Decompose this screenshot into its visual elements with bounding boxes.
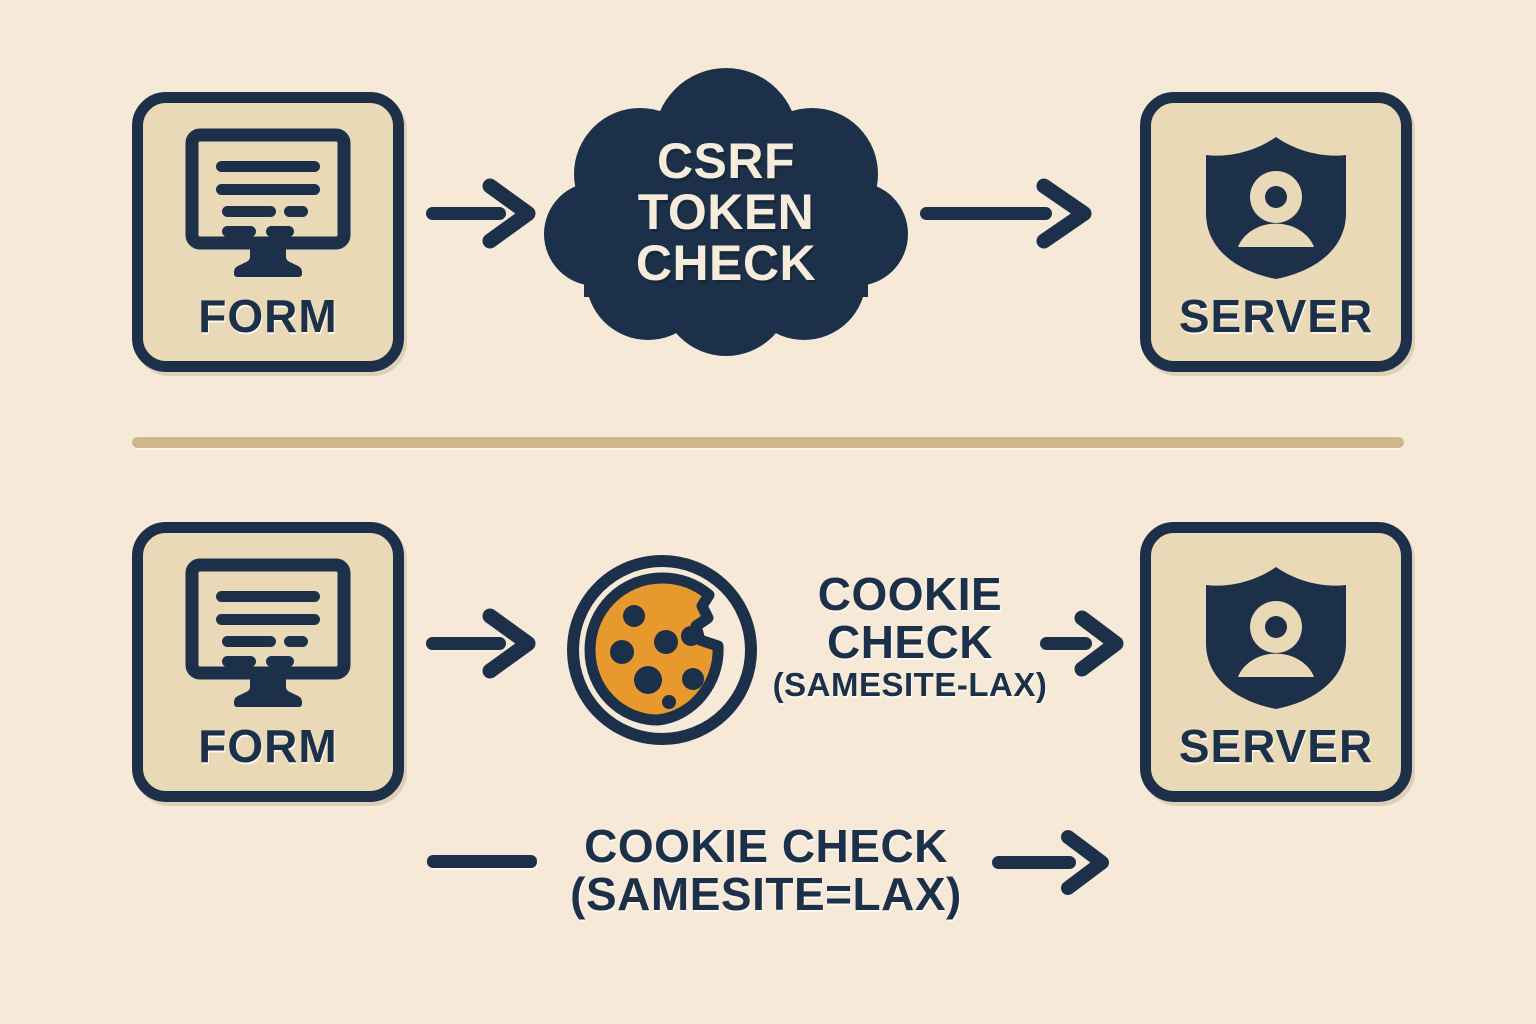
cookie-check-samesite-note: (SAMESITE-LAX) [772,665,1048,703]
form-card-label: FORM [198,720,338,772]
form-card-label: FORM [198,290,338,342]
cookie-check-line-2: CHECK [826,616,994,669]
arrow-bottom [992,830,1109,895]
form-card-top[interactable]: FORM [132,92,404,372]
server-card-middle[interactable]: SERVER [1140,522,1412,802]
arrow-form-to-cookie-middle [426,608,536,679]
cookie-check-bottom-line-1: COOKIE CHECK [584,820,948,872]
cookie-check-line-1: COOKIE [817,568,1003,620]
shield-user-icon [1206,567,1346,709]
cookie-check-label-bottom: COOKIE CHECK (SAMESITE=LAX) [546,822,986,919]
monitor-form-icon [185,558,351,707]
csrf-token-check-cloud[interactable]: CSRF TOKEN CHECK [544,62,908,362]
server-card-label: SERVER [1178,720,1374,772]
cookie-icon[interactable] [562,550,762,750]
cookie-check-bottom-line-2: (SAMESITE=LAX) [570,868,962,921]
arrow-form-to-cloud-top [426,178,536,249]
arrow-cloud-to-server-top [920,178,1092,249]
cookie-check-label-middle: COOKIE CHECK (SAMESITE-LAX) [760,570,1060,703]
line-segment-bottom [427,855,537,868]
arrow-cookie-to-server-middle [1040,610,1124,677]
form-card-middle[interactable]: FORM [132,522,404,802]
cloud-shape [544,68,908,356]
server-card-label: SERVER [1178,290,1374,342]
shield-user-icon [1206,137,1346,279]
section-divider [132,437,1404,448]
server-card-top[interactable]: SERVER [1140,92,1412,372]
monitor-form-icon [185,128,351,277]
